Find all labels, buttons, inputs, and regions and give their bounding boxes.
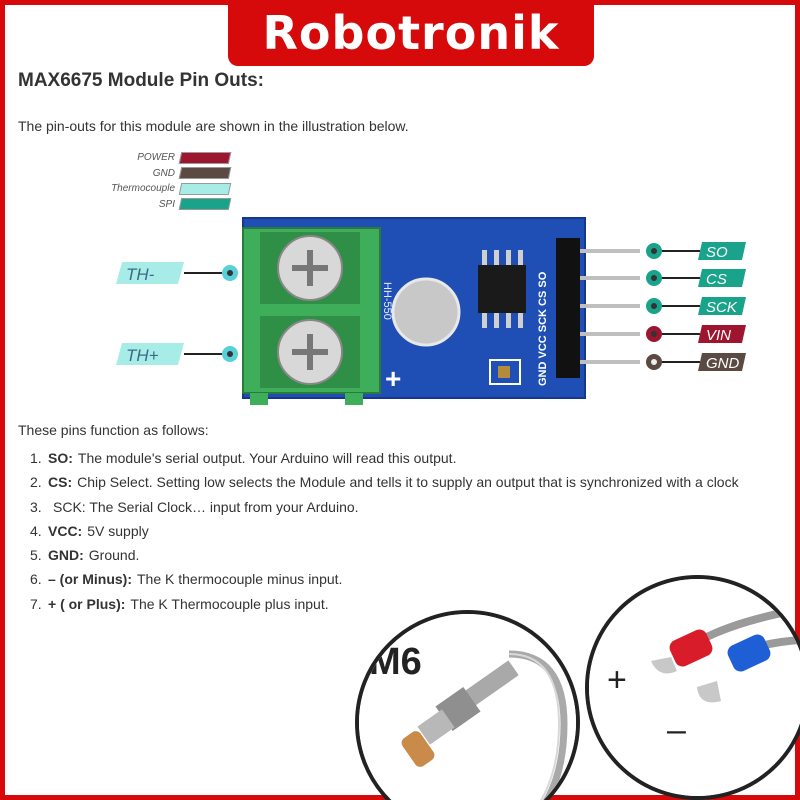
legend-swatch-power [178, 151, 232, 164]
list-item: 7. + ( or Plus): The K Thermocouple plus… [30, 595, 329, 612]
legend-swatch-thermocouple [178, 182, 232, 195]
list-item: 5. GND: Ground. [30, 547, 140, 564]
pin-label-sck: SCK [706, 299, 738, 316]
pin-label-th-plus: TH+ [126, 346, 159, 365]
header-labels: GND VCC SCK CS SO [537, 271, 549, 386]
pin-callout-sck: SCK [646, 297, 746, 316]
pin-label-so: SO [706, 244, 728, 261]
pin-label-gnd: GND [706, 355, 740, 372]
pin-callout-so: SO [646, 242, 746, 261]
pin-label-vin: VIN [706, 327, 731, 344]
legend-swatch-gnd [178, 167, 232, 180]
pin-callout-th-minus: TH- [116, 262, 238, 284]
pin-callout-cs: CS [646, 269, 746, 288]
list-item: 6. – (or Minus): The K thermocouple minu… [30, 571, 343, 588]
legend-item: SPI [110, 197, 232, 213]
pin-header [556, 238, 580, 378]
list-item: 3. SCK: The Serial Clock… input from you… [30, 498, 359, 515]
legend-item: Thermocouple [110, 181, 232, 197]
max6675-chip [478, 265, 526, 313]
legend-item: GND [110, 166, 232, 182]
list-item: 1. SO: The module's serial output. Your … [30, 450, 457, 466]
board-label: HH-550 [381, 282, 393, 320]
brand-logo: Robotronik [262, 6, 560, 60]
list-item: 2. CS: Chip Select. Setting low selects … [30, 474, 739, 491]
probe-photo: M6 [355, 610, 580, 800]
pin-callout-th-plus: TH+ [116, 343, 238, 365]
legend-item: POWER [110, 150, 232, 166]
pin-legend: POWER GND Thermocouple SPI [110, 150, 232, 213]
spade-lugs-illustration: + – [589, 579, 800, 796]
pin-function-list: 1. SO: The module's serial output. Your … [30, 450, 739, 620]
pin-label-th-minus: TH- [126, 265, 155, 284]
pin-callout-gnd: GND [646, 353, 746, 372]
plus-label: + [607, 661, 627, 699]
m6-probe-illustration: M6 [359, 614, 576, 800]
mounting-hole [391, 277, 461, 347]
module-diagram: HH-550 + GND VCC SCK CS SO SO CS SCK [116, 217, 746, 405]
plus-marking: + [385, 363, 401, 394]
functions-intro: These pins function as follows: [18, 422, 209, 438]
minus-label: – [667, 711, 686, 749]
lugs-photo: + – [585, 575, 800, 800]
pin-callout-vin: VIN [646, 325, 746, 344]
brand-banner: Robotronik [228, 0, 594, 66]
list-item: 4. VCC: 5V supply [30, 522, 149, 539]
pin-label-cs: CS [706, 271, 727, 288]
page-title: MAX6675 Module Pin Outs: [18, 70, 264, 91]
intro-text: The pin-outs for this module are shown i… [18, 118, 409, 134]
